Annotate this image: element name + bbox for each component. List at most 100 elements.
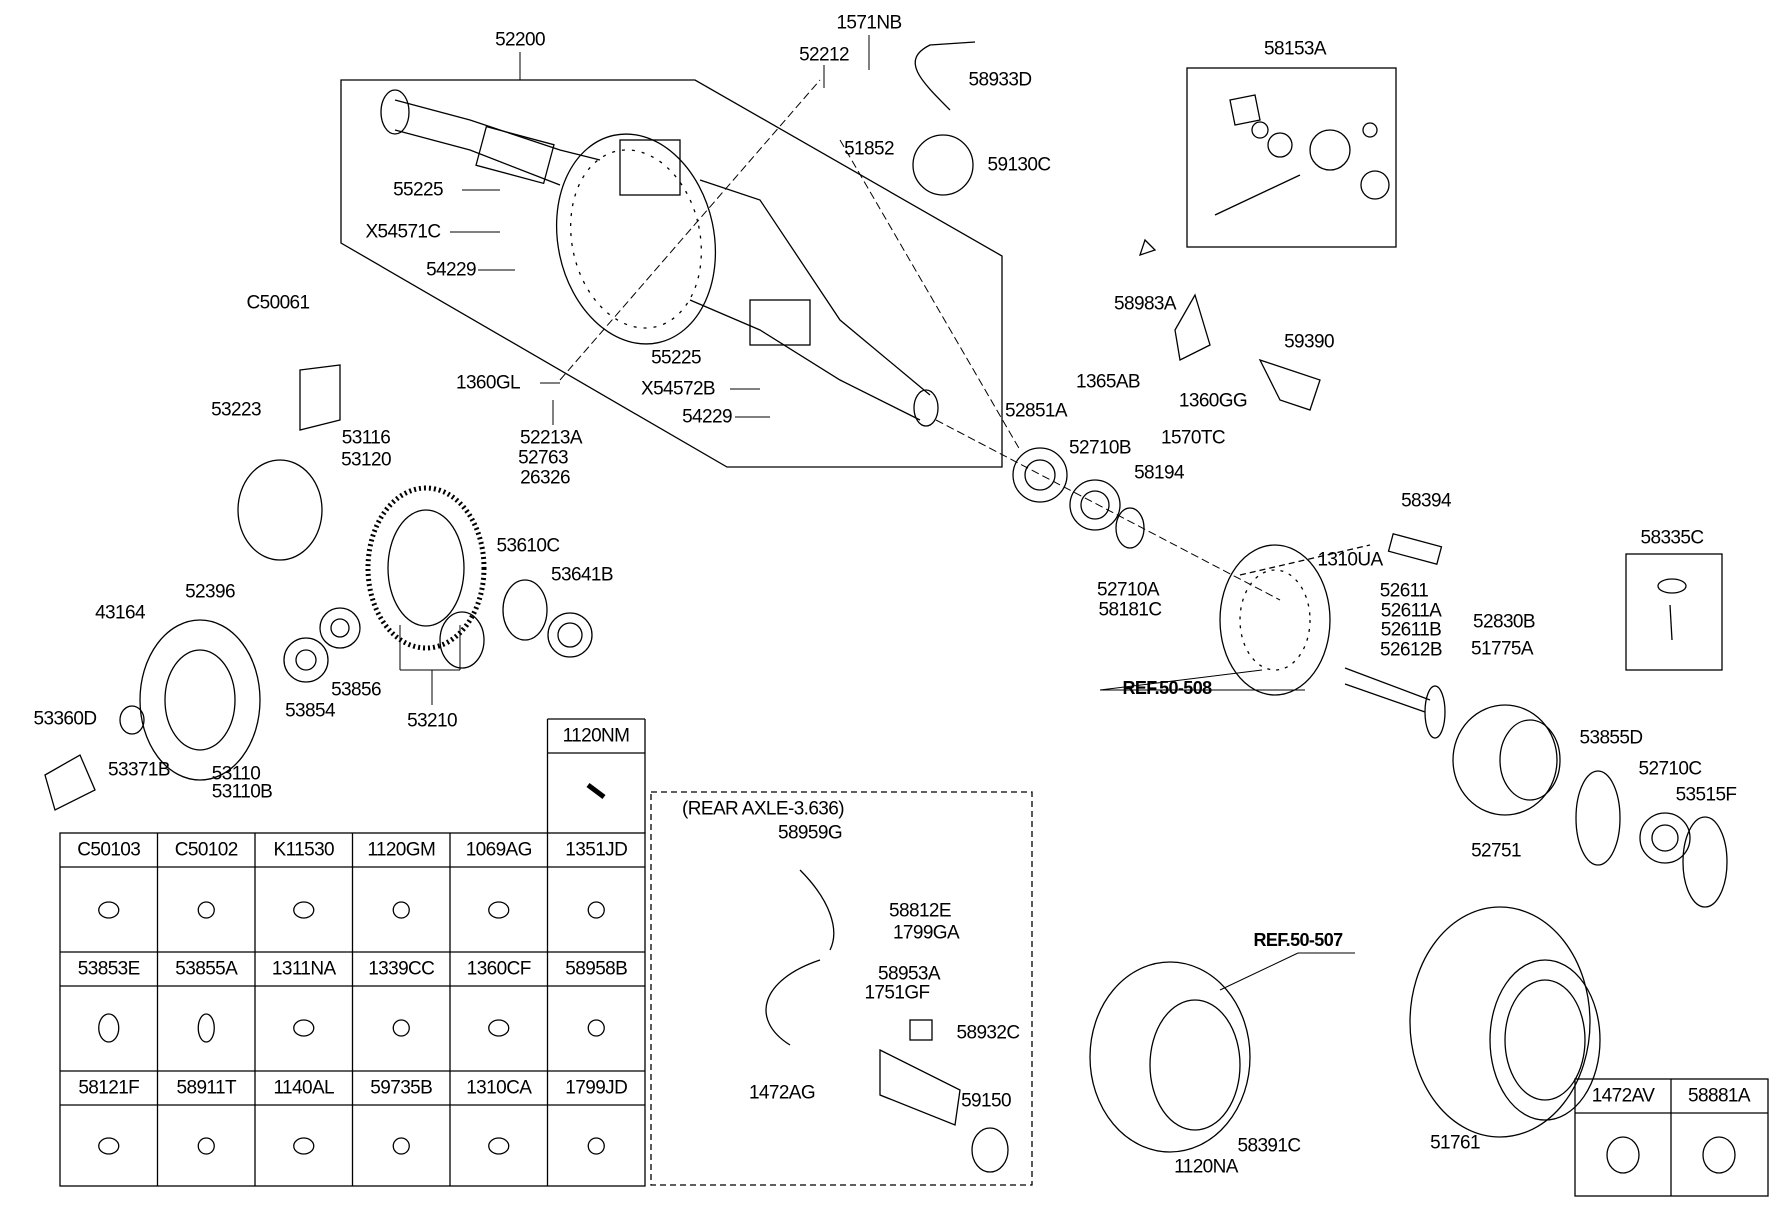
part-callout-52763[interactable]: 52763 [518,447,568,469]
part-callout-1570tc[interactable]: 1570TC [1161,427,1226,449]
part-callout-53610c[interactable]: 53610C [496,535,561,557]
fastener-header-1120nm[interactable]: 1120NM [562,725,630,747]
part-callout-53360d[interactable]: 53360D [33,708,98,730]
part-callout-53856[interactable]: 53856 [331,679,381,701]
part-callout-53210[interactable]: 53210 [407,710,457,732]
part-callout-58394[interactable]: 58394 [1401,490,1451,512]
part-callout-52851a[interactable]: 52851A [1005,400,1068,422]
fastener-header-1311na[interactable]: 1311NA [271,958,336,980]
part-callout-1799ga[interactable]: 1799GA [892,922,960,944]
part-callout-1365ab[interactable]: 1365AB [1075,371,1141,393]
part-callout-c50061[interactable]: C50061 [246,292,311,314]
part-callout-53641b[interactable]: 53641B [551,564,614,586]
part-callout-58335c[interactable]: 58335C [1640,527,1705,549]
part-callout-52830b[interactable]: 52830B [1473,611,1536,633]
clamp-header-58881a[interactable]: 58881A [1688,1085,1751,1107]
reference-link-50-508[interactable]: REF.50-508 [1122,678,1212,698]
axle-housing-outline [340,79,1003,468]
fastener-header-1069ag[interactable]: 1069AG [465,839,533,861]
part-callout-52751[interactable]: 52751 [1471,840,1521,862]
clamp-header-1472av[interactable]: 1472AV [1591,1085,1655,1107]
part-callout-26326[interactable]: 26326 [520,467,570,489]
part-callout-x54572b[interactable]: X54572B [641,378,716,400]
part-callout-58812e[interactable]: 58812E [889,900,952,922]
part-callout-53223[interactable]: 53223 [211,399,261,421]
fastener-header-53855a[interactable]: 53855A [175,958,238,980]
fastener-header-58911t[interactable]: 58911T [176,1077,237,1099]
part-callout-1120na[interactable]: 1120NA [1174,1156,1238,1178]
fastener-header-1360cf[interactable]: 1360CF [466,958,532,980]
part-callout-52710c[interactable]: 52710C [1638,758,1703,780]
part-callout-52200[interactable]: 52200 [495,29,545,51]
part-callout-58953a[interactable]: 58953A [878,963,941,985]
part-callout-53116[interactable]: 53116 [341,427,391,449]
part-callout-59130c[interactable]: 59130C [987,154,1052,176]
part-callout-x54571c[interactable]: X54571C [365,221,441,243]
fastener-icon-1339cc [392,1019,410,1037]
fastener-header-1140al[interactable]: 1140AL [273,1077,335,1099]
part-callout-52710b[interactable]: 52710B [1069,437,1132,459]
fastener-icon-c50102 [197,901,215,919]
part-callout-53371b[interactable]: 53371B [108,759,171,781]
part-callout-1571nb[interactable]: 1571NB [836,12,902,34]
fastener-header-1120gm[interactable]: 1120GM [367,839,436,861]
fastener-header-53853e[interactable]: 53853E [77,958,141,980]
part-callout-1472ag[interactable]: 1472AG [748,1082,816,1104]
fastener-icon-1799jd [587,1137,605,1155]
part-callout-52213a[interactable]: 52213A [520,427,583,449]
part-callout-58933d[interactable]: 58933D [968,69,1033,91]
part-callout-58153a[interactable]: 58153A [1264,38,1327,60]
part-callout-58959g[interactable]: 58959G [777,822,843,844]
assembly-box-58335c [1625,553,1723,671]
part-callout-55225[interactable]: 55225 [393,179,443,201]
part-callout-1360gl[interactable]: 1360GL [455,372,521,394]
part-callout-51852[interactable]: 51852 [844,138,894,160]
part-callout-59150[interactable]: 59150 [961,1090,1011,1112]
fastener-header-c50102[interactable]: C50102 [174,839,239,861]
fastener-header-1339cc[interactable]: 1339CC [368,958,435,980]
part-callout-52611[interactable]: 52611 [1379,580,1429,602]
part-callout-58983a[interactable]: 58983A [1114,293,1177,315]
fastener-header-59735b[interactable]: 59735B [370,1077,433,1099]
part-callout-52611b[interactable]: 52611B [1380,619,1442,641]
fastener-header-58121f[interactable]: 58121F [78,1077,140,1099]
fastener-header-1799jd[interactable]: 1799JD [565,1077,628,1099]
reference-link-50-507[interactable]: REF.50-507 [1253,930,1343,950]
part-callout-53120[interactable]: 53120 [341,449,391,471]
part-callout-52612b[interactable]: 52612B [1380,639,1443,661]
part-callout-59390[interactable]: 59390 [1284,331,1334,353]
part-callout-53854[interactable]: 53854 [285,700,335,722]
hose-clamp-icon [1606,1136,1640,1174]
part-callout-58181c[interactable]: 58181C [1098,599,1163,621]
part-callout-53515f[interactable]: 53515F [1675,784,1737,806]
part-callout-51761[interactable]: 51761 [1430,1132,1480,1154]
part-callout-1360gg[interactable]: 1360GG [1178,390,1248,412]
part-callout-53110[interactable]: 53110 [211,763,261,785]
part-callout-52710a[interactable]: 52710A [1097,579,1160,601]
part-callout-1751gf[interactable]: 1751GF [864,982,930,1004]
fastener-icon-53853e [98,1013,120,1043]
fastener-icon-58121f [98,1137,120,1155]
part-callout-51775a[interactable]: 51775A [1471,638,1534,660]
part-callout-52396[interactable]: 52396 [185,581,235,603]
part-callout-58932c[interactable]: 58932C [956,1022,1021,1044]
fastener-header-1351jd[interactable]: 1351JD [565,839,628,861]
part-callout-1310ua[interactable]: 1310UA [1317,549,1383,571]
part-callout-53855d[interactable]: 53855D [1579,727,1644,749]
part-callout-55225[interactable]: 55225 [651,347,701,369]
fastener-header-c50103[interactable]: C50103 [77,839,141,861]
part-callout-52611a[interactable]: 52611A [1380,600,1442,622]
fastener-icon-c50103 [98,901,120,919]
part-callout-58194[interactable]: 58194 [1134,462,1184,484]
part-callout-53110b[interactable]: 53110B [211,781,273,803]
part-callout-58391c[interactable]: 58391C [1237,1135,1302,1157]
part-callout-52212[interactable]: 52212 [799,44,849,66]
fastener-header-1310ca[interactable]: 1310CA [466,1077,532,1099]
part-callout-43164[interactable]: 43164 [95,602,145,624]
fastener-header-k11530[interactable]: K11530 [273,839,335,861]
fastener-header-58958b[interactable]: 58958B [565,958,628,980]
fastener-icon-1360cf [488,1019,510,1037]
part-callout-54229[interactable]: 54229 [682,406,732,428]
part-callout-54229[interactable]: 54229 [426,259,476,281]
